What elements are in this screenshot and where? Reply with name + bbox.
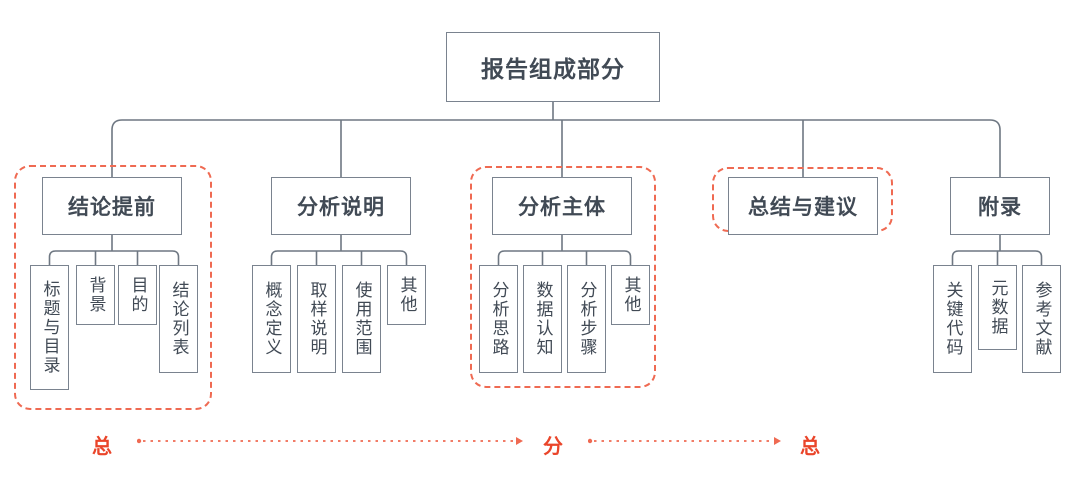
node-label: 背景 (86, 276, 106, 314)
node-root-label: 报告组成部分 (481, 56, 625, 82)
node-branch-analysis-body[interactable]: 分析主体 (492, 177, 632, 235)
node-leaf-branch-appendix-2[interactable]: 参考文献 (1022, 265, 1061, 373)
node-label: 结论列表 (169, 281, 189, 357)
node-label: 关键代码 (943, 281, 963, 357)
phase-label-1: 分 (543, 436, 564, 458)
node-label: 使用范围 (352, 281, 372, 357)
node-leaf-branch-analysis-body-2[interactable]: 分析步骤 (567, 265, 606, 373)
node-leaf-branch-analysis-body-3[interactable]: 其他 (611, 265, 650, 325)
node-label: 分析主体 (518, 196, 606, 219)
node-label: 其他 (621, 276, 641, 314)
node-branch-analysis-note[interactable]: 分析说明 (271, 177, 411, 235)
phase-arrow-1 (588, 437, 781, 445)
node-label: 分析思路 (489, 281, 509, 357)
node-label: 概念定义 (262, 281, 282, 357)
node-branch-conclusion-first[interactable]: 结论提前 (42, 177, 182, 235)
node-label: 分析说明 (297, 196, 385, 219)
node-label: 参考文献 (1032, 281, 1052, 357)
node-leaf-branch-conclusion-first-3[interactable]: 结论列表 (159, 265, 198, 373)
node-leaf-branch-analysis-note-0[interactable]: 概念定义 (252, 265, 291, 373)
node-label: 取样说明 (307, 281, 327, 357)
phase-arrow-0 (137, 437, 523, 445)
node-leaf-branch-conclusion-first-0[interactable]: 标题与目录 (30, 265, 69, 390)
node-label: 总结与建议 (748, 196, 858, 219)
node-leaf-branch-appendix-0[interactable]: 关键代码 (933, 265, 972, 373)
node-branch-summary-advice[interactable]: 总结与建议 (728, 177, 878, 235)
node-leaf-branch-appendix-1[interactable]: 元数据 (978, 265, 1017, 350)
node-leaf-branch-analysis-body-0[interactable]: 分析思路 (479, 265, 518, 373)
phase-label-0: 总 (92, 436, 113, 458)
node-leaf-branch-conclusion-first-2[interactable]: 目的 (118, 265, 157, 325)
node-label: 目的 (128, 276, 148, 314)
node-leaf-branch-analysis-note-2[interactable]: 使用范围 (342, 265, 381, 373)
node-label: 附录 (978, 196, 1022, 219)
node-branch-appendix[interactable]: 附录 (950, 177, 1050, 235)
node-label: 结论提前 (68, 196, 156, 219)
node-leaf-branch-analysis-note-3[interactable]: 其他 (387, 265, 426, 325)
node-label: 其他 (397, 276, 417, 314)
node-root[interactable]: 报告组成部分 (446, 32, 660, 102)
phase-label-2: 总 (800, 436, 821, 458)
node-label: 标题与目录 (40, 280, 60, 375)
node-leaf-branch-analysis-body-1[interactable]: 数据认知 (523, 265, 562, 373)
node-leaf-branch-analysis-note-1[interactable]: 取样说明 (297, 265, 336, 373)
node-label: 数据认知 (533, 281, 553, 357)
node-label: 元数据 (988, 279, 1008, 336)
node-leaf-branch-conclusion-first-1[interactable]: 背景 (76, 265, 115, 325)
node-label: 分析步骤 (577, 281, 597, 357)
